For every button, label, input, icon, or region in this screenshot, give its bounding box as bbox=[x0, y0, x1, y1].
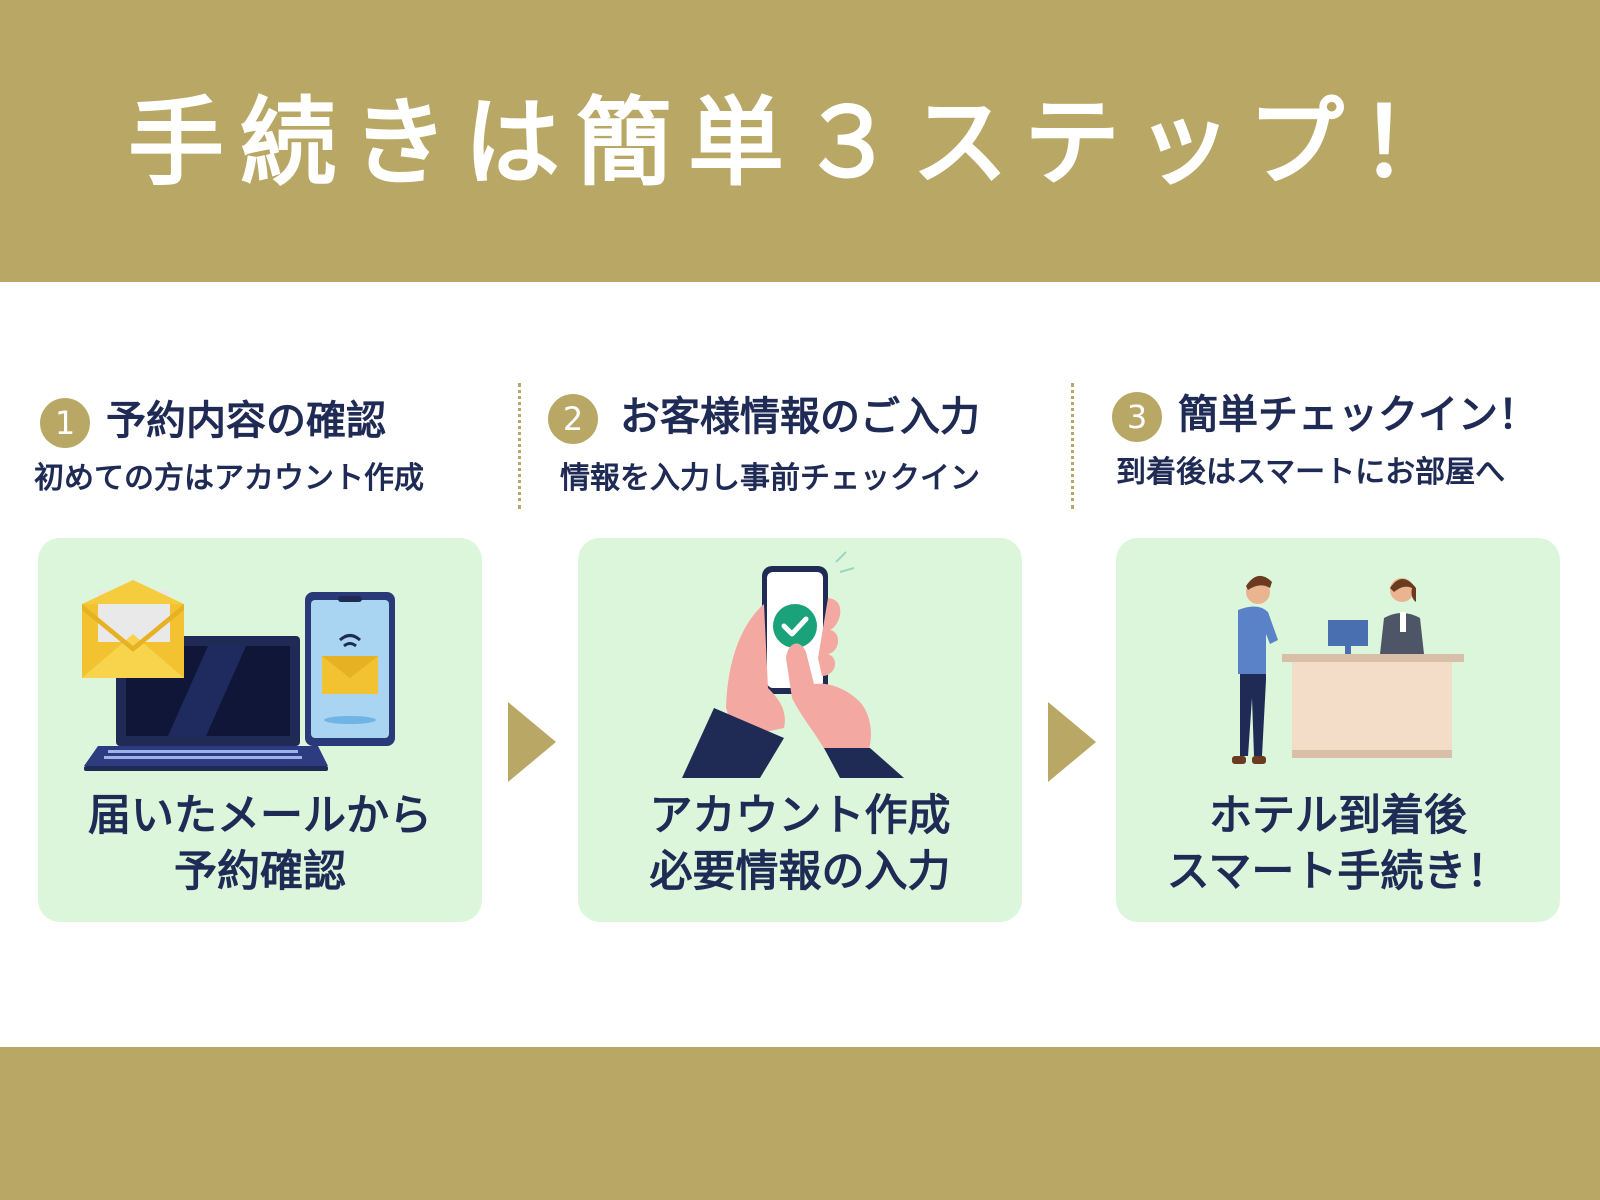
step-3-card: ホテル到着後 スマート手続き！ bbox=[1116, 538, 1560, 922]
step-2-card-line-1: アカウント作成 bbox=[649, 791, 951, 841]
email-devices-illustration bbox=[82, 580, 395, 771]
smartphone-icon bbox=[305, 592, 395, 746]
step-3-card-line-1: ホテル到着後 bbox=[1209, 791, 1467, 841]
step-divider-1 bbox=[518, 383, 521, 509]
step-2-card-text: アカウント作成 必要情報の入力 bbox=[578, 788, 1022, 900]
envelope-icon bbox=[82, 580, 184, 678]
step-divider-2 bbox=[1071, 383, 1074, 509]
phone-check-illustration bbox=[682, 551, 904, 778]
step-3-subtitle: 到着後はスマートにお部屋へ bbox=[1116, 455, 1506, 490]
hotel-reception-illustration bbox=[1232, 575, 1464, 764]
step-3-number-badge: 3 bbox=[1112, 392, 1162, 442]
step-3-title: 簡単チェックイン！ bbox=[1178, 391, 1538, 438]
step-1-card-text: 届いたメールから 予約確認 bbox=[38, 788, 482, 900]
step-2-number-badge: 2 bbox=[548, 394, 598, 444]
hand-icon bbox=[682, 598, 904, 778]
footer-band bbox=[0, 1047, 1600, 1200]
header-band bbox=[0, 0, 1600, 282]
step-1-subtitle: 初めての方はアカウント作成 bbox=[34, 461, 424, 496]
step-1-card-line-2: 予約確認 bbox=[174, 847, 346, 897]
person-icon bbox=[1232, 575, 1278, 764]
chevron-right-icon bbox=[1048, 702, 1096, 782]
step-1-card: 届いたメールから 予約確認 bbox=[38, 538, 482, 922]
step-1-title: 予約内容の確認 bbox=[106, 397, 386, 444]
check-icon bbox=[773, 604, 817, 648]
step-1-card-line-1: 届いたメールから bbox=[88, 791, 432, 841]
step-3-card-text: ホテル到着後 スマート手続き！ bbox=[1116, 788, 1560, 900]
step-3-card-line-2: スマート手続き！ bbox=[1166, 847, 1510, 897]
step-2-card-line-2: 必要情報の入力 bbox=[649, 847, 951, 897]
step-1-number-badge: 1 bbox=[40, 398, 90, 448]
reception-desk-icon bbox=[1282, 578, 1464, 758]
step-2-card: アカウント作成 必要情報の入力 bbox=[578, 538, 1022, 922]
step-2-subtitle: 情報を入力し事前チェックイン bbox=[560, 461, 980, 496]
chevron-right-icon bbox=[508, 702, 556, 782]
page-title: 手続きは簡単３ステップ！ bbox=[128, 86, 1472, 199]
step-2-title: お客様情報のご入力 bbox=[620, 393, 980, 440]
